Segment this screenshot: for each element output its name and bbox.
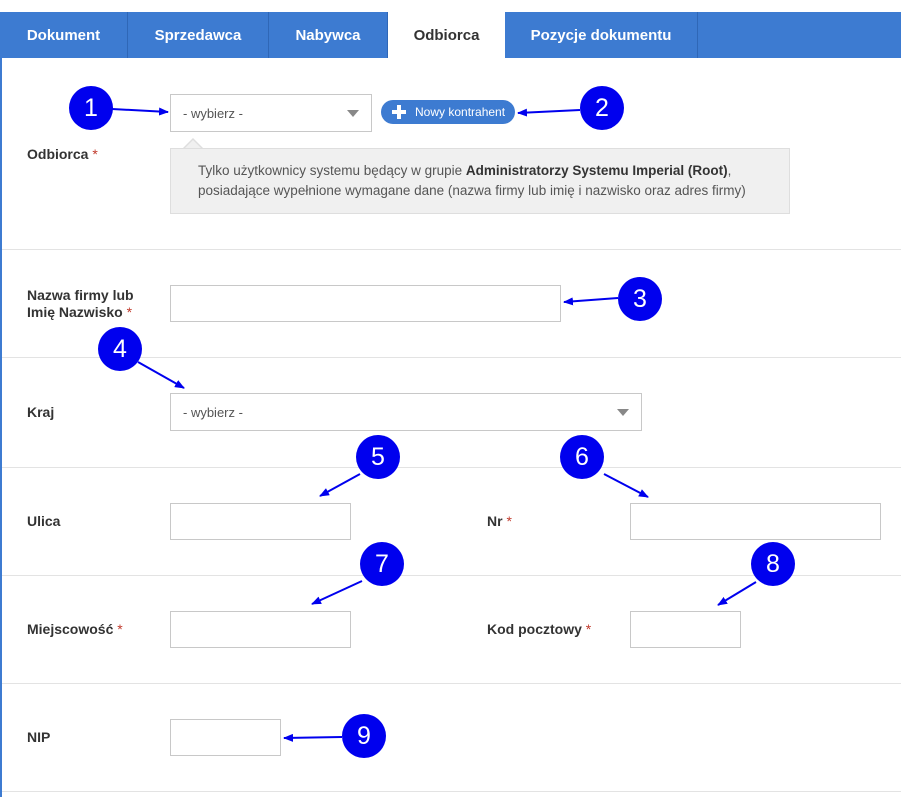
hint-line-1: Tylko użytkownicy systemu będący w grupi… [198,161,789,181]
tab-sprzedawca[interactable]: Sprzedawca [128,12,269,58]
callout-arrow-8 [717,581,757,606]
kraj-select[interactable]: - wybierz - [170,393,642,431]
hint-pointer-inner [183,140,203,150]
callout-number: 1 [84,93,98,122]
odbiorca-select-value: - wybierz - [183,105,243,121]
callout-arrow-1 [111,107,169,116]
row-separator [2,357,901,358]
callout-arrow-7 [311,580,363,605]
tab-pozycje-dokumentu[interactable]: Pozycje dokumentu [505,12,698,58]
required-mark: * [506,513,512,529]
ulica-input[interactable] [170,503,351,540]
tab-label: Pozycje dokumentu [530,26,672,44]
new-contractor-button[interactable]: Nowy kontrahent [381,100,515,124]
nr-label: Nr * [487,513,512,530]
callout-badge-9: 9 [342,714,386,758]
callout-badge-6: 6 [560,435,604,479]
callout-badge-7: 7 [360,542,404,586]
callout-badge-1: 1 [69,86,113,130]
tab-bar: Dokument Sprzedawca Nabywca Odbiorca Poz… [0,12,901,58]
nip-input[interactable] [170,719,281,756]
kraj-select-value: - wybierz - [183,404,243,420]
nazwa-input[interactable] [170,285,561,322]
plus-icon [391,104,407,120]
kod-pocztowy-input[interactable] [630,611,741,648]
tab-dokument[interactable]: Dokument [0,12,128,58]
callout-arrow-6 [603,473,649,498]
miejscowosc-label: Miejscowość * [27,621,123,638]
hint-line-2: posiadające wypełnione wymagane dane (na… [198,183,746,198]
chevron-down-icon [347,110,359,117]
callout-number: 4 [113,334,127,363]
required-mark: * [117,621,123,637]
hint-text: Tylko użytkownicy systemu będący w grupi… [198,163,466,178]
required-mark: * [585,621,592,637]
callout-number: 6 [575,442,589,471]
callout-arrow-4 [137,361,185,389]
nazwa-label: Nazwa firmy lub Imię Nazwisko * [27,287,134,321]
chevron-down-icon [617,409,629,416]
callout-arrow-9 [283,733,343,742]
callout-arrow-3 [563,297,619,306]
tab-label: Sprzedawca [154,26,242,44]
tab-nabywca[interactable]: Nabywca [269,12,388,58]
kraj-label-text: Kraj [27,404,55,420]
callout-arrow-2 [517,108,581,117]
row-separator [2,249,901,250]
new-contractor-button-label: Nowy kontrahent [415,105,506,119]
callout-badge-5: 5 [356,435,400,479]
nr-label-text: Nr [487,513,503,529]
callout-number: 8 [766,549,780,578]
callout-number: 3 [633,284,647,313]
nazwa-label-line1: Nazwa firmy lub [27,287,134,303]
nazwa-label-line2-wrap: Imię Nazwisko * [27,304,134,321]
callout-number: 7 [375,549,389,578]
row-separator [2,683,901,684]
callout-badge-4: 4 [98,327,142,371]
tab-label: Dokument [26,26,101,44]
row-separator [2,791,901,792]
nazwa-label-line2: Imię Nazwisko [27,304,123,320]
odbiorca-hint: Tylko użytkownicy systemu będący w grupi… [170,148,790,214]
odbiorca-label-text: Odbiorca [27,146,89,162]
odbiorca-label: Odbiorca * [27,146,98,163]
required-mark: * [126,304,133,320]
callout-number: 9 [357,721,371,750]
tab-label: Odbiorca [413,26,480,44]
callout-badge-2: 2 [580,86,624,130]
kod-pocztowy-label: Kod pocztowy * [487,621,591,638]
nip-label-text: NIP [27,729,51,745]
nip-label: NIP [27,729,50,746]
callout-badge-8: 8 [751,542,795,586]
hint-bold-text: Administratorzy Systemu Imperial (Root) [465,163,728,178]
row-separator [2,575,901,576]
callout-number: 5 [371,442,385,471]
tab-odbiorca[interactable]: Odbiorca [388,12,505,58]
miejscowosc-input[interactable] [170,611,351,648]
callout-number: 2 [595,93,609,122]
row-separator [2,467,901,468]
content-frame-border [0,58,2,797]
miejscowosc-label-text: Miejscowość [27,621,114,637]
callout-arrow-5 [319,473,361,497]
required-mark: * [92,146,98,162]
kod-pocztowy-label-text: Kod pocztowy [487,621,582,637]
tab-label: Nabywca [295,26,361,44]
callout-badge-3: 3 [618,277,662,321]
kraj-label: Kraj [27,404,54,421]
ulica-label-text: Ulica [27,513,61,529]
hint-text: , [727,163,732,178]
nr-input[interactable] [630,503,881,540]
ulica-label: Ulica [27,513,60,530]
odbiorca-select[interactable]: - wybierz - [170,94,372,132]
